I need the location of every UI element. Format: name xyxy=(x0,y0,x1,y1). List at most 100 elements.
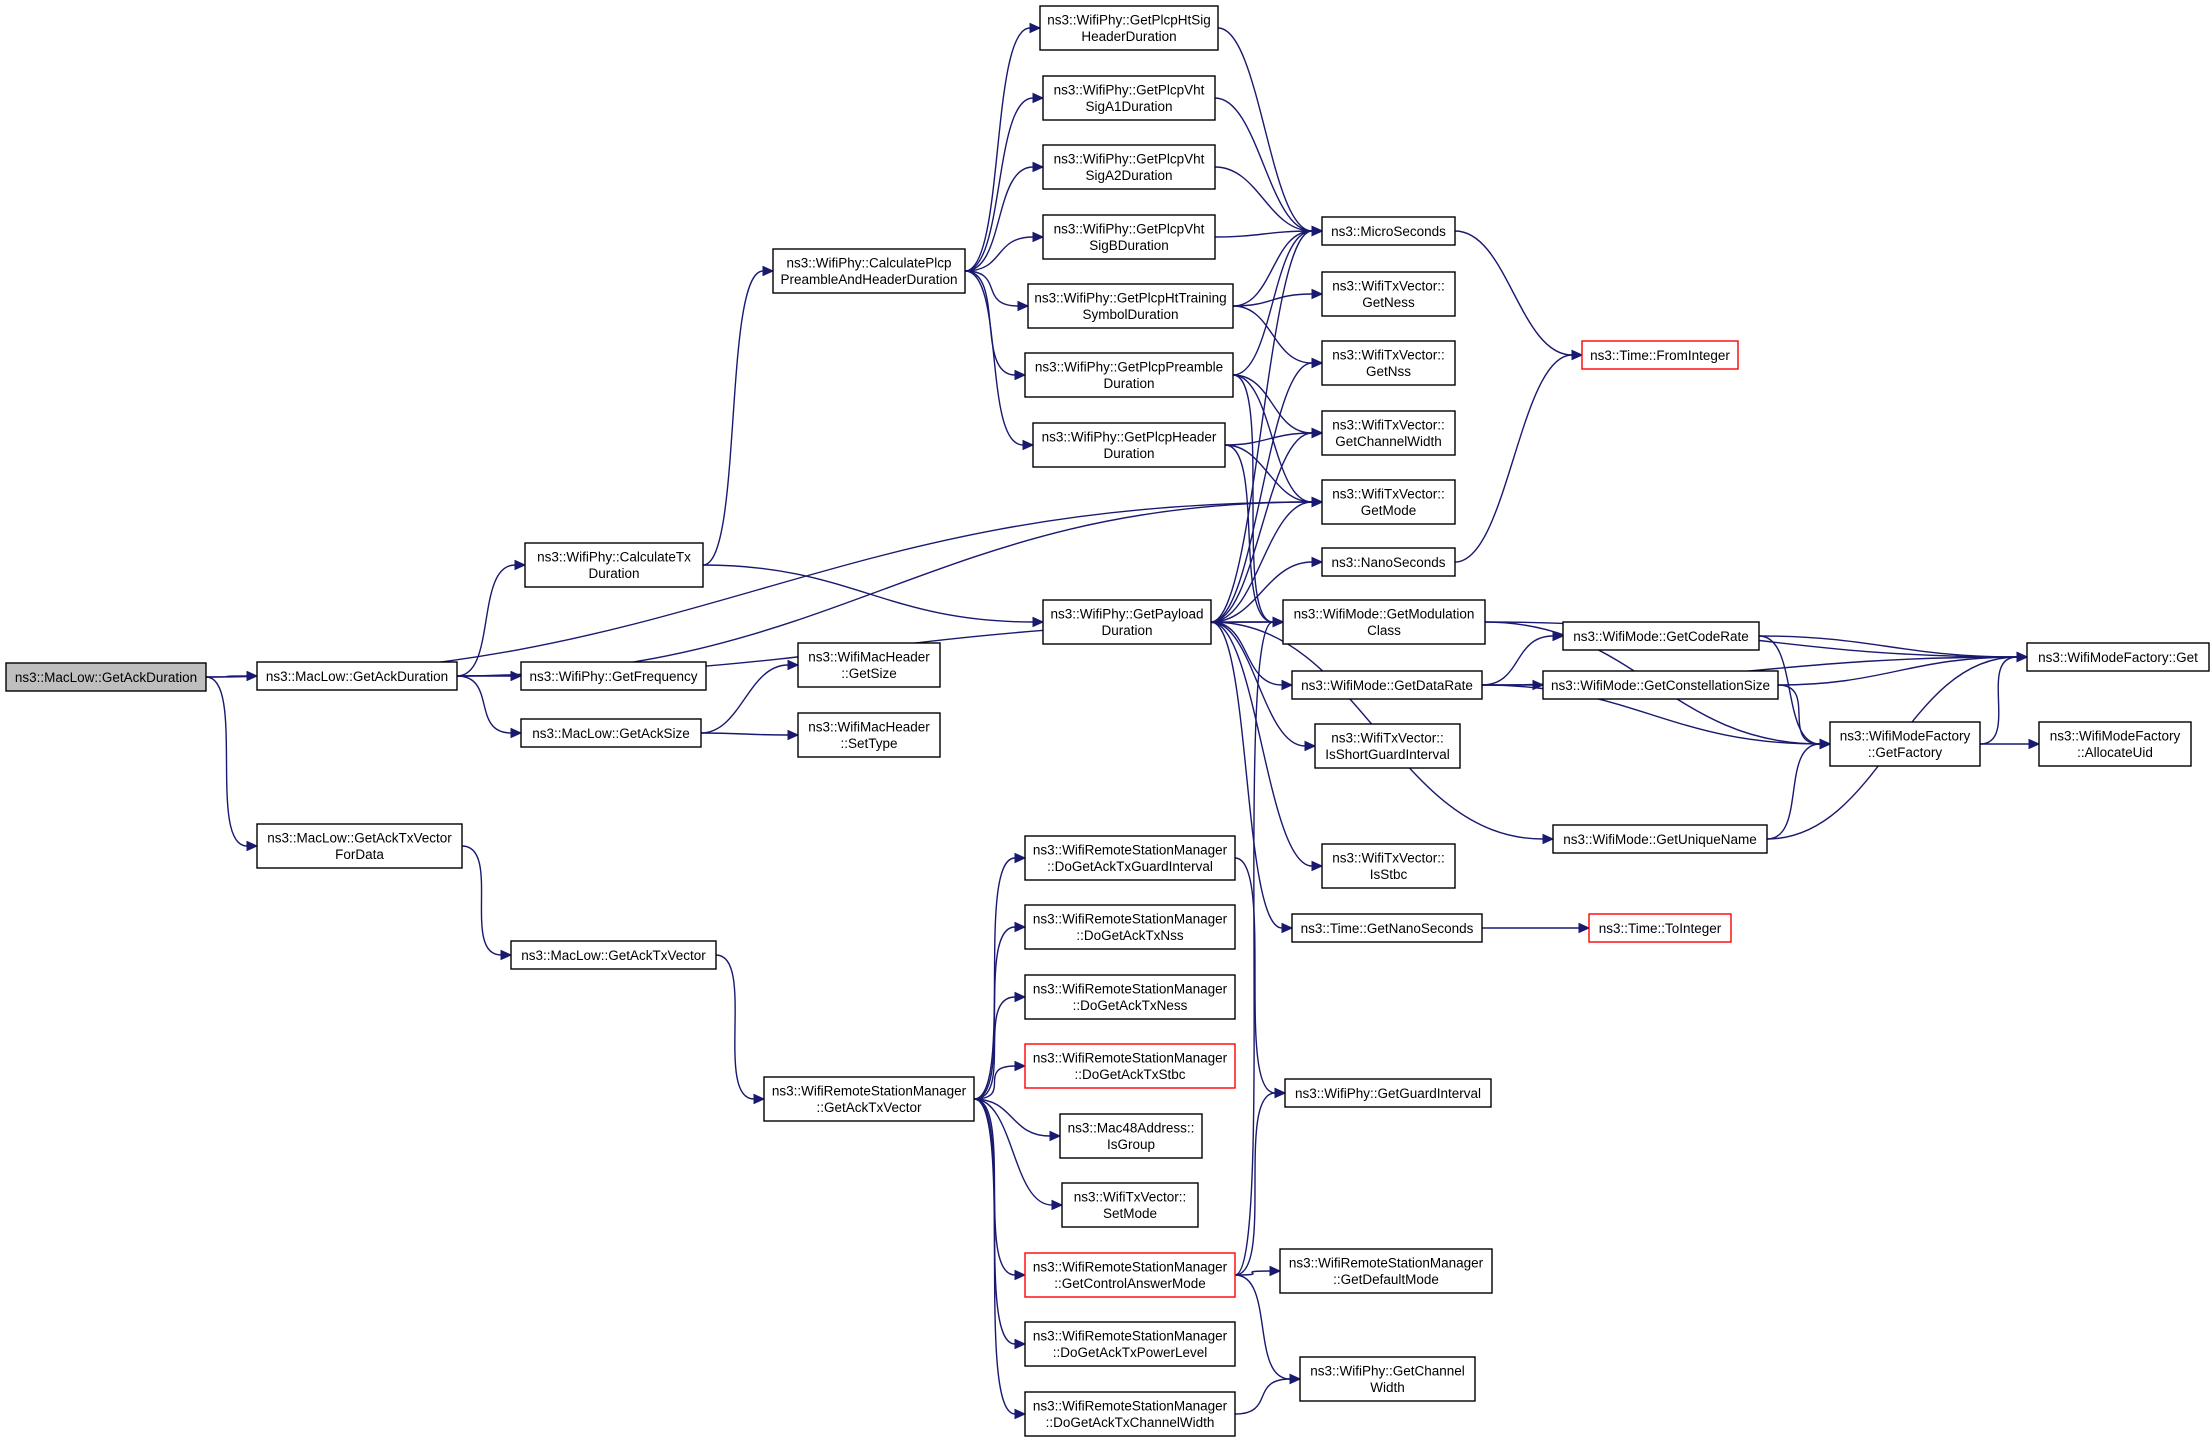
node-box xyxy=(524,542,704,588)
edge-vhta1-to-micro xyxy=(1214,97,1324,237)
node-label-line: ns3::WifiMacHeader xyxy=(808,650,930,665)
node-wifiphy-getchannel-width[interactable]: ns3::WifiPhy::GetChannelWidth xyxy=(1299,1356,1476,1402)
edge-mlgad-to-tvgm xyxy=(205,496,1324,678)
node-wifiremotestationmanager-dogetacktxstbc[interactable]: ns3::WifiRemoteStationManager::DoGetAckT… xyxy=(1024,1043,1236,1089)
node-wifimode-getcoderate[interactable]: ns3::WifiMode::GetCodeRate xyxy=(1562,621,1760,651)
edge-wmfgf-to-wmfg xyxy=(1979,651,2029,745)
node-wifitxvector-getchannelwidth[interactable]: ns3::WifiTxVector::GetChannelWidth xyxy=(1321,410,1456,456)
node-label-line: SigA1Duration xyxy=(1085,99,1172,114)
node-box xyxy=(1284,1078,1492,1108)
edge-wpcpahd-to-hsig xyxy=(964,22,1042,272)
node-wifiremotestationmanager-getdefaultmode[interactable]: ns3::WifiRemoteStationManager::GetDefaul… xyxy=(1279,1248,1493,1294)
node-time-getnanoseconds[interactable]: ns3::Time::GetNanoSeconds xyxy=(1291,913,1483,943)
node-box xyxy=(1542,670,1779,700)
node-label-line: ns3::WifiPhy::GetPayload xyxy=(1050,607,1203,622)
node-label-line: ::AllocateUid xyxy=(2077,745,2153,760)
node-wifitxvector-setmode[interactable]: ns3::WifiTxVector::SetMode xyxy=(1061,1182,1199,1228)
node-label-line: ns3::WifiModeFactory xyxy=(2050,729,2181,744)
node-time-frominteger[interactable]: ns3::Time::FromInteger xyxy=(1581,340,1739,370)
edge-wmfgf-to-wmfau xyxy=(1980,738,2041,750)
node-label-line: ns3::WifiTxVector:: xyxy=(1332,851,1445,866)
node-wifimodefactory-get[interactable]: ns3::WifiModeFactory::Get xyxy=(2026,642,2210,672)
node-label-line: ns3::WifiRemoteStationManager xyxy=(1033,1051,1228,1066)
node-label-line: ns3::NanoSeconds xyxy=(1331,555,1445,570)
node-wifimodefactory-allocateuid[interactable]: ns3::WifiModeFactory::AllocateUid xyxy=(2038,721,2192,767)
node-time-tointeger[interactable]: ns3::Time::ToInteger xyxy=(1588,913,1732,943)
node-box xyxy=(5,662,207,692)
node-label-line: ns3::WifiModeFactory xyxy=(1840,729,1971,744)
node-maclow-getacktxvector[interactable]: ns3::MacLow::GetAckTxVector xyxy=(510,940,717,970)
node-label-line: ns3::WifiRemoteStationManager xyxy=(1033,843,1228,858)
node-wifimode-getdatarate[interactable]: ns3::WifiMode::GetDataRate xyxy=(1291,670,1483,700)
edge-wpgpd-to-tvgcw xyxy=(1210,427,1324,623)
edge-wpgpd-to-tvgnss xyxy=(1210,357,1324,623)
node-label-line: ns3::WifiPhy::GetChannel xyxy=(1310,1364,1465,1379)
edge-gcam-to-wmgmc xyxy=(1234,616,1285,1276)
node-label-line: ns3::WifiPhy::GetPlcpHeader xyxy=(1042,430,1217,445)
node-label-line: ns3::WifiPhy::GetPlcpVht xyxy=(1054,152,1205,167)
node-label-line: ns3::MicroSeconds xyxy=(1331,224,1446,239)
node-mac48address-isgroup[interactable]: ns3::Mac48Address::IsGroup xyxy=(1059,1113,1203,1159)
node-label-line: ns3::WifiRemoteStationManager xyxy=(1033,982,1228,997)
edge-htts-to-tvgness xyxy=(1232,288,1324,307)
node-box xyxy=(1039,5,1219,51)
node-wifitxvector-getnss[interactable]: ns3::WifiTxVector::GetNss xyxy=(1321,340,1456,386)
node-wifiremotestationmanager-dogetacktxpowerlevel[interactable]: ns3::WifiRemoteStationManager::DoGetAckT… xyxy=(1024,1321,1236,1367)
node-wifiremotestationmanager-dogetacktxguardinterval[interactable]: ns3::WifiRemoteStationManager::DoGetAckT… xyxy=(1024,835,1236,881)
node-wifiphy-getfrequency[interactable]: ns3::WifiPhy::GetFrequency xyxy=(520,661,707,691)
node-box xyxy=(1024,352,1234,398)
node-label-line: ns3::WifiPhy::GetPlcpHtTraining xyxy=(1034,291,1226,306)
node-box xyxy=(510,940,717,970)
node-maclow-getacksize[interactable]: ns3::MacLow::GetAckSize xyxy=(520,718,702,748)
node-box xyxy=(1321,479,1456,525)
node-nanoseconds[interactable]: ns3::NanoSeconds xyxy=(1321,547,1456,577)
node-wifimode-getuniquename[interactable]: ns3::WifiMode::GetUniqueName xyxy=(1552,824,1768,854)
edge-hsig-to-micro xyxy=(1217,27,1324,237)
node-maclow-getackduration[interactable]: ns3::MacLow::GetAckDuration xyxy=(5,662,207,692)
node-wifiphy-getplcphttraining-symbolduration[interactable]: ns3::WifiPhy::GetPlcpHtTrainingSymbolDur… xyxy=(1027,283,1234,329)
node-wifitxvector-getness[interactable]: ns3::WifiTxVector::GetNess xyxy=(1321,271,1456,317)
node-box xyxy=(1024,835,1236,881)
node-microseconds[interactable]: ns3::MicroSeconds xyxy=(1321,216,1456,246)
edge-wpgpd-to-tvisstbc xyxy=(1210,621,1324,872)
node-wifimacheader-getsize[interactable]: ns3::WifiMacHeader::GetSize xyxy=(797,642,941,688)
edge-nano-to-tfi xyxy=(1454,349,1584,563)
node-wifitxvector-getmode[interactable]: ns3::WifiTxVector::GetMode xyxy=(1321,479,1456,525)
edge-gcam-to-wrsmgdm xyxy=(1234,1265,1282,1277)
node-wifimacheader-settype[interactable]: ns3::WifiMacHeader::SetType xyxy=(797,712,941,758)
node-wifiremotestationmanager-getacktxvector[interactable]: ns3::WifiRemoteStationManager::GetAckTxV… xyxy=(763,1076,975,1122)
node-wifitxvector-isshortguardinterval[interactable]: ns3::WifiTxVector::IsShortGuardInterval xyxy=(1314,723,1461,769)
node-label-line: ns3::WifiTxVector:: xyxy=(1332,418,1445,433)
node-label-line: ns3::WifiPhy::CalculateTx xyxy=(537,550,691,565)
node-wifiremotestationmanager-getcontrolanswermode[interactable]: ns3::WifiRemoteStationManager::GetContro… xyxy=(1024,1252,1236,1298)
node-wifiremotestationmanager-dogetacktxchannelwidth[interactable]: ns3::WifiRemoteStationManager::DoGetAckT… xyxy=(1024,1391,1236,1437)
node-wifitxvector-isstbc[interactable]: ns3::WifiTxVector::IsStbc xyxy=(1321,843,1456,889)
node-wifiphy-calculateplcp-preambleandheaderduration[interactable]: ns3::WifiPhy::CalculatePlcpPreambleAndHe… xyxy=(772,248,966,294)
edge-wpgpd-to-wmgdr xyxy=(1210,621,1294,691)
node-label-line: ns3::WifiPhy::CalculatePlcp xyxy=(786,256,951,271)
node-wifiphy-getguardinterval[interactable]: ns3::WifiPhy::GetGuardInterval xyxy=(1284,1078,1492,1108)
node-wifiremotestationmanager-dogetacktxness[interactable]: ns3::WifiRemoteStationManager::DoGetAckT… xyxy=(1024,974,1236,1020)
node-box xyxy=(1321,216,1456,246)
node-wifimodefactory-getfactory[interactable]: ns3::WifiModeFactory::GetFactory xyxy=(1829,721,1981,767)
node-box xyxy=(763,1076,975,1122)
node-label-line: Class xyxy=(1367,623,1401,638)
node-box xyxy=(1042,214,1216,260)
node-wifiremotestationmanager-dogetacktxnss[interactable]: ns3::WifiRemoteStationManager::DoGetAckT… xyxy=(1024,904,1236,950)
edge-wpgpd-to-micro xyxy=(1210,225,1324,623)
node-label-line: HeaderDuration xyxy=(1081,29,1176,44)
node-maclow-getackduration[interactable]: ns3::MacLow::GetAckDuration xyxy=(256,661,458,691)
node-label-line: ns3::WifiRemoteStationManager xyxy=(772,1084,967,1099)
node-wifimode-getconstellationsize[interactable]: ns3::WifiMode::GetConstellationSize xyxy=(1542,670,1779,700)
